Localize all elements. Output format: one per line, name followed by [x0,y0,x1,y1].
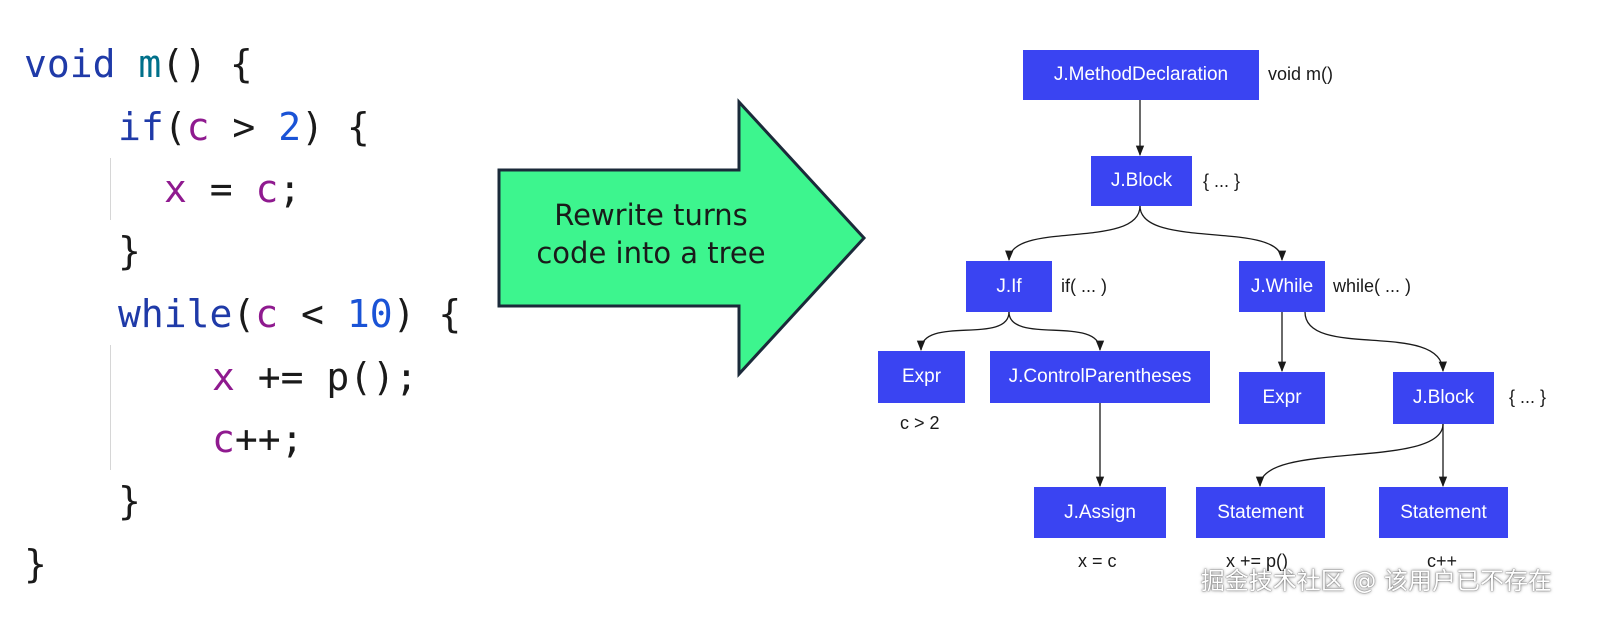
code-token: void [24,42,116,86]
node-while: J.While [1239,261,1325,312]
code-token: < [278,292,347,336]
node-block: J.Block [1091,156,1192,206]
code-line: void m() { [24,45,253,83]
code-line: c++; [212,420,304,458]
node-assign: J.Assign [1034,487,1166,538]
code-token: ) { [392,292,462,336]
label-while: while( ... ) [1333,276,1412,296]
code-token: if [118,105,164,149]
indent-guide-while [110,345,111,470]
node-method-declaration: J.MethodDeclaration [1023,50,1259,100]
code-token: } [118,479,141,523]
code-token: ( [163,105,187,149]
transform-arrow: Rewrite turns code into a tree [496,98,868,380]
code-token: += p(); [234,355,418,399]
node-expr: Expr [1239,372,1325,424]
code-token: m [138,42,162,86]
edge-block-if [1005,205,1141,262]
edge-while-block [1304,311,1447,373]
code-token: ; [278,167,302,211]
code-token: x [212,355,235,399]
code-line: } [24,545,47,583]
watermark: 掘金技术社区 @ 该用户已不存在 [1200,567,1552,595]
indent-guide-if [110,158,111,220]
node-control-parentheses: J.ControlParentheses [990,351,1210,403]
code-token: = [186,167,256,211]
code-token: ) { [301,105,370,149]
edge-block-while [1139,205,1287,262]
code-token: c [212,417,235,461]
code-line: } [118,232,141,270]
node-expr: Expr [878,351,965,403]
edge-if-control [1008,311,1105,352]
code-token: c [255,167,279,211]
code-listing: void m() { if(c > 2) { x = c; } while(c … [0,0,500,623]
edge-if-expr [916,311,1010,352]
node-if: J.If [966,261,1052,312]
node-statement: Statement [1196,487,1325,538]
arrow-caption-line1: Rewrite turns [554,198,748,232]
node-block: J.Block [1393,372,1494,424]
code-token: c [186,105,210,149]
label-statement: c++ [1427,551,1458,571]
code-token: } [118,229,141,273]
code-token: ++; [234,417,304,461]
code-token: () { [161,42,253,86]
code-line: x = c; [164,170,301,208]
code-line: while(c < 10) { [118,295,461,333]
arrow-caption-line2: code into a tree [536,236,766,270]
code-line: x += p(); [212,358,418,396]
code-token: while [118,292,233,336]
code-line: if(c > 2) { [118,108,370,146]
label-block: { ... } [1203,171,1241,191]
code-token: 2 [278,105,302,149]
edge-block-statement1 [1255,423,1444,488]
code-line: } [118,482,141,520]
label-method-declaration: void m() [1268,64,1334,84]
label-expr: c > 2 [900,413,940,433]
code-token: c [255,292,279,336]
code-token: ( [232,292,256,336]
code-token: x [164,167,187,211]
node-statement: Statement [1379,487,1508,538]
label-block: { ... } [1509,387,1547,407]
code-token: > [209,105,279,149]
label-if: if( ... ) [1061,276,1107,296]
label-statement: x += p() [1226,551,1289,571]
code-token: 10 [346,292,393,336]
label-assign: x = c [1078,551,1117,571]
arrow-caption: Rewrite turns code into a tree [516,196,786,272]
code-token: } [24,542,47,586]
arrow-shape [497,98,867,378]
